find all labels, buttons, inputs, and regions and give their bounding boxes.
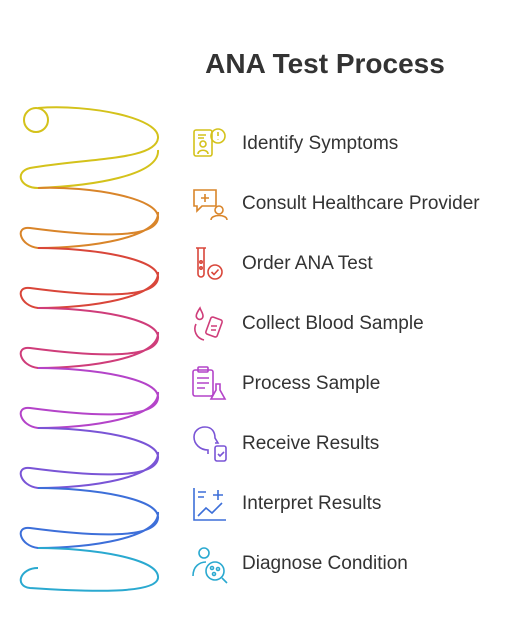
medical-consult-icon [193,189,228,221]
spiral-loop-7 [19,487,160,550]
step-diagnose-condition: Diagnose Condition [190,544,408,584]
step-identify-symptoms: Identify Symptoms [190,124,398,164]
step-label: Collect Blood Sample [242,313,424,334]
step-order-ana-test: Order ANA Test [190,244,373,284]
blood-drop-sample-icon [194,306,223,341]
step-label: Process Sample [242,373,381,394]
person-microscope-icon [192,547,228,584]
step-label: Order ANA Test [242,253,373,274]
spiral-loop-8 [19,547,160,592]
diagram-title: ANA Test Process [205,48,445,79]
step-collect-blood: Collect Blood Sample [190,304,424,344]
spiral-start-cap [23,107,49,133]
spiral-loop-3 [19,247,160,310]
spiral-loop-1 [19,106,160,190]
clipboard-flask-icon [192,366,227,400]
head-phone-result-icon [193,426,227,462]
step-receive-results: Receive Results [190,424,379,464]
symptoms-checklist-icon [193,128,226,157]
step-process-sample: Process Sample [190,364,380,404]
spiral-loop-2 [19,186,160,250]
step-label: Receive Results [242,433,380,454]
step-label: Identify Symptoms [242,133,399,154]
test-tube-check-icon [196,247,223,280]
step-interpret-results: Interpret Results [190,484,381,524]
spiral-loop-4 [19,307,160,370]
spiral-loop-6 [19,427,160,490]
step-label: Diagnose Condition [242,553,408,574]
chart-medical-icon [193,488,226,521]
spiral-loop-5 [19,367,160,430]
step-consult-provider: Consult Healthcare Provider [190,184,480,224]
step-label: Consult Healthcare Provider [242,193,480,214]
step-label: Interpret Results [242,493,382,514]
